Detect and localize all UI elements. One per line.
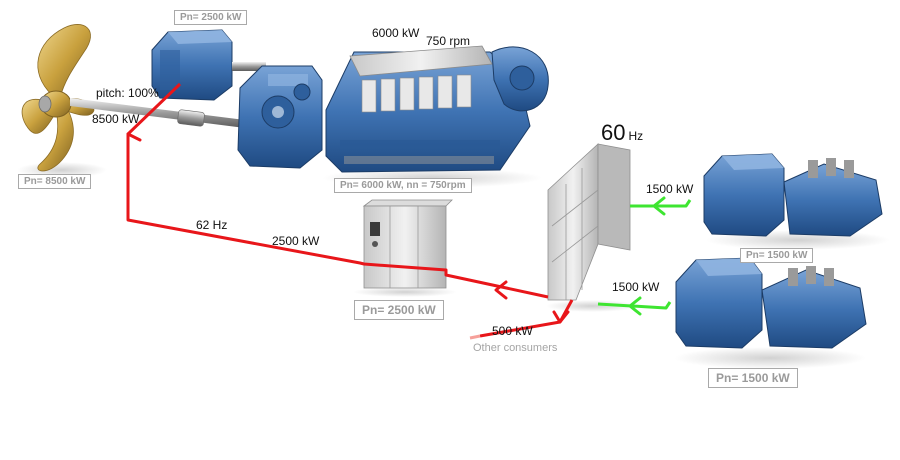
- engine-power-label: 6000 kW: [372, 26, 420, 40]
- grid-frequency-value: 60: [601, 120, 626, 145]
- shaft-frequency-label: 62 Hz: [196, 218, 228, 232]
- propeller-power-label: 8500 kW: [92, 112, 140, 126]
- red-arrow-consumers: [552, 310, 570, 324]
- engine-rating: Pn= 6000 kW, nn = 750rpm: [334, 178, 472, 193]
- propeller-hub-cap: [38, 95, 52, 113]
- main-switchboard: [546, 143, 638, 312]
- gen2-rating: Pn= 1500 kW: [708, 368, 798, 388]
- green-line-gen2: [597, 301, 672, 310]
- propeller-shaft: [70, 98, 245, 128]
- propeller-blade-top: [37, 24, 91, 99]
- consumers-power-label: 500 kW: [492, 324, 533, 338]
- gearbox: [237, 65, 323, 169]
- generator-set-2: [674, 257, 867, 369]
- switchboard-front: [547, 143, 599, 301]
- frequency-converter: [353, 199, 457, 297]
- green-line-gen1: [630, 199, 692, 208]
- grid-frequency-unit: Hz: [628, 129, 644, 143]
- engine-speed-label: 750 rpm: [426, 34, 471, 48]
- red-arrow-2: [126, 132, 142, 150]
- shaft-power-label: 2500 kW: [272, 234, 320, 248]
- consumers-fade: [469, 334, 481, 340]
- red-arrow-1: [494, 280, 508, 300]
- pitch-label: pitch: 100%: [96, 86, 159, 100]
- switchboard-side: [597, 143, 631, 251]
- green-arrow-1: [652, 196, 666, 216]
- generator-set-1: [703, 153, 890, 250]
- shaft-motor: [151, 29, 266, 101]
- shaft-coupling: [177, 109, 205, 127]
- engine-cover: [349, 45, 493, 77]
- green-arrow-2: [628, 296, 642, 316]
- gen2-power-label: 1500 kW: [612, 280, 660, 294]
- propeller-blade-bottom: [37, 109, 74, 172]
- other-consumers-label: Other consumers: [473, 342, 558, 354]
- converter-rating: Pn= 2500 kW: [354, 300, 444, 320]
- gen1-power-label: 1500 kW: [646, 182, 694, 196]
- propeller-rating: Pn= 8500 kW: [18, 174, 92, 189]
- motor-rating: Pn= 2500 kW: [174, 10, 248, 25]
- main-engine: [322, 45, 549, 188]
- engine-cylinder-heads: [361, 74, 472, 113]
- motor-shaft: [232, 62, 266, 71]
- gen1-rating: Pn= 1500 kW: [740, 248, 814, 263]
